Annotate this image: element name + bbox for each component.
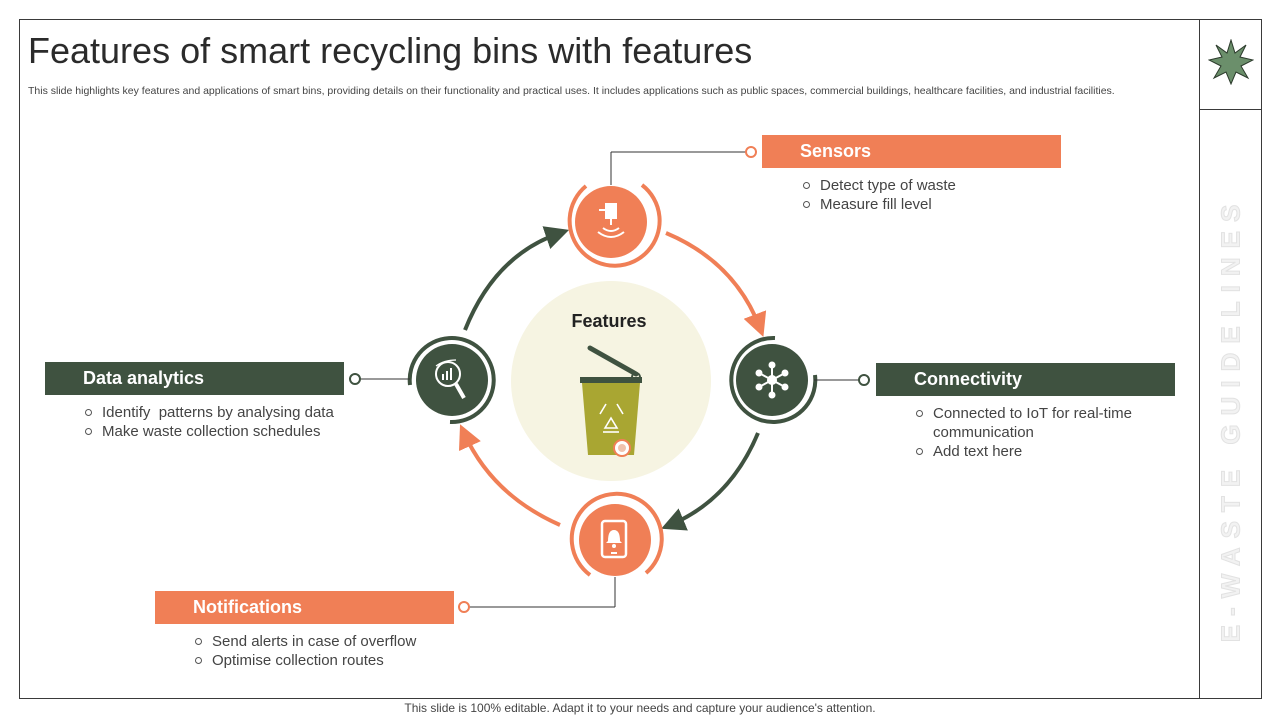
cycle-arrow-notifications-to-analytics (458, 424, 561, 527)
slide-subtitle: This slide highlights key features and a… (28, 85, 1115, 97)
sensors-node (567, 146, 757, 268)
list-item: Add text here (915, 442, 1170, 461)
notifications-node (458, 491, 664, 613)
side-panel: E-WASTE GUIDELINES (1199, 19, 1262, 699)
list-item: Make waste collection schedules (84, 422, 384, 441)
sensors-bullets: Detect type of waste Measure fill level (802, 176, 1102, 214)
cycle-arrow-analytics-to-sensors (463, 226, 570, 331)
cycle-arrow-sensors-to-connectivity (665, 231, 767, 337)
sensor-icon (597, 203, 625, 238)
data-analytics-bullets: Identify patterns by analysing data Make… (84, 403, 384, 441)
slide-frame (19, 19, 1262, 699)
connectivity-node (729, 335, 870, 424)
analytics-magnifier-icon (435, 359, 466, 399)
connectivity-label: Connectivity (914, 369, 1023, 389)
data-analytics-node (349, 336, 496, 425)
list-item: Optimise collection routes (194, 651, 494, 670)
notifications-label-box: Notifications (155, 591, 454, 624)
list-item: Send alerts in case of overflow (194, 632, 494, 651)
cycle-arrow-connectivity-to-notifications (661, 432, 760, 531)
side-divider (1200, 109, 1262, 110)
recycling-bin-icon (580, 345, 642, 457)
sensors-label: Sensors (800, 141, 872, 161)
sensors-label-box: Sensors (762, 135, 1061, 168)
list-item: Identify patterns by analysing data (84, 403, 384, 422)
data-analytics-label: Data analytics (83, 368, 205, 388)
slide-footer: This slide is 100% editable. Adapt it to… (404, 701, 876, 715)
data-analytics-label-box: Data analytics (45, 362, 344, 395)
phone-alert-icon (600, 519, 628, 559)
list-item: Measure fill level (802, 195, 1102, 214)
list-item: Detect type of waste (802, 176, 1102, 195)
network-icon (755, 361, 789, 399)
notifications-label: Notifications (193, 597, 303, 617)
star-icon (1208, 39, 1254, 85)
connectivity-label-box: Connectivity (876, 363, 1175, 396)
slide-title: Features of smart recycling bins with fe… (28, 30, 753, 71)
list-item: Connected to IoT for real-time communica… (915, 404, 1170, 442)
center-features-label: Features (571, 311, 647, 331)
notifications-bullets: Send alerts in case of overflow Optimise… (194, 632, 494, 670)
connectivity-bullets: Connected to IoT for real-time communica… (915, 404, 1170, 461)
